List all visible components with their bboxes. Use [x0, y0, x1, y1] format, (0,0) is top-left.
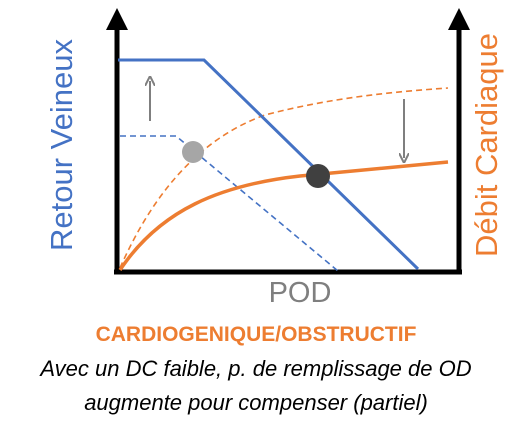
right-axis-arrowhead	[448, 8, 470, 30]
venous-return-axis-label: Retour Veineux	[44, 39, 79, 251]
shock-type-title: CARDIOGENIQUE/OBSTRUCTIF	[95, 323, 417, 346]
venous-return-curve-dashed	[120, 135, 339, 272]
caption-line-2: augmente pour compenser (partiel)	[84, 390, 428, 415]
venous-return-curve	[118, 58, 420, 271]
old-equilibrium-point	[182, 141, 204, 163]
cardiac-output-curve	[118, 160, 449, 271]
new-equilibrium-point	[306, 164, 330, 188]
caption-line-1: Avec un DC faible, p. de remplissage de …	[40, 356, 472, 381]
cardiac-output-axis-label: Débit Cardiaque	[469, 32, 504, 258]
left-axis-arrowhead	[106, 8, 128, 30]
cardiac-output-curve-dashed	[119, 87, 449, 269]
pod-axis-label: POD	[268, 277, 332, 309]
